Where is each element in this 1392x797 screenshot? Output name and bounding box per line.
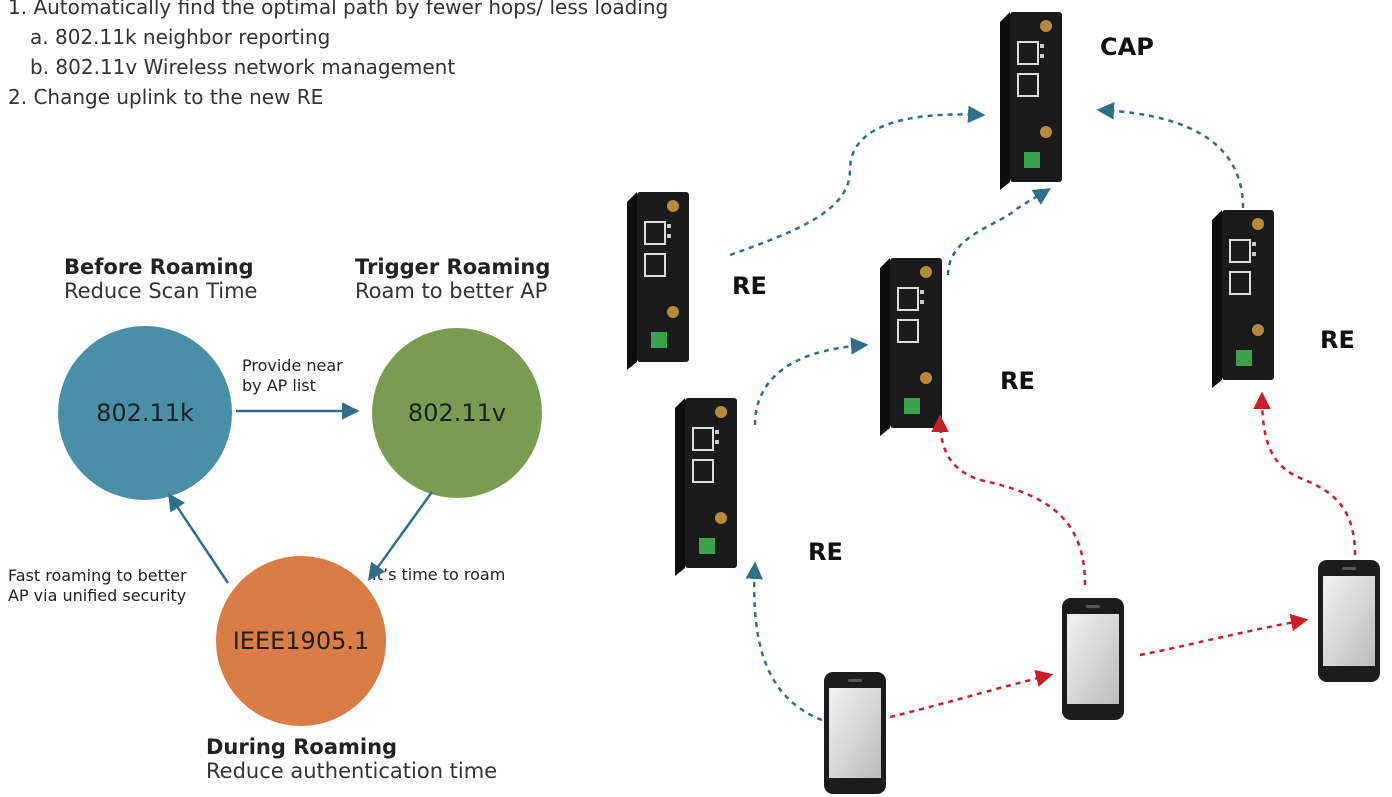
link-phone2-to-phone3 xyxy=(1139,613,1309,657)
circle-80211k-label: 802.11k xyxy=(96,399,194,427)
edge-label-k-to-v: Provide near by AP list xyxy=(242,356,343,396)
trigger-roaming-label: Trigger Roaming Roam to better AP xyxy=(355,255,550,303)
circle-ieee1905-label: IEEE1905.1 xyxy=(232,627,370,655)
router-re-left-icon xyxy=(626,191,690,371)
trigger-roaming-desc: Roam to better AP xyxy=(355,279,548,303)
router-re-mid-icon xyxy=(879,257,943,437)
link-re-lower-to-re-mid xyxy=(753,337,869,426)
label-re-lower: RE xyxy=(808,538,843,566)
arrow-ieee-to-k xyxy=(168,493,230,584)
circle-80211v: 802.11v xyxy=(372,328,542,498)
during-roaming-title: During Roaming xyxy=(206,735,398,759)
link-re-mid-to-cap xyxy=(946,188,1051,276)
router-re-lower-icon xyxy=(674,397,738,577)
link-phone1-to-re-lower xyxy=(745,561,823,722)
step-1b: b. 802.11v Wireless network management xyxy=(30,55,456,79)
link-phone1-to-phone2 xyxy=(889,669,1054,719)
roaming-steps: 1. Automatically find the optimal path b… xyxy=(8,0,668,112)
link-re-right-to-cap xyxy=(1096,101,1245,209)
link-phone3-to-re-right xyxy=(1253,391,1357,556)
during-roaming-desc: Reduce authentication time xyxy=(206,759,498,783)
step-2: 2. Change uplink to the new RE xyxy=(8,85,324,109)
label-re-right: RE xyxy=(1320,326,1355,354)
trigger-roaming-title: Trigger Roaming xyxy=(355,255,551,279)
step-1a: a. 802.11k neighbor reporting xyxy=(30,25,331,49)
before-roaming-label: Before Roaming Reduce Scan Time xyxy=(64,255,257,303)
link-re-left-to-cap xyxy=(729,105,986,257)
edge-label-ieee-to-k-line2: AP via unified security xyxy=(8,586,187,605)
edge-label-ieee-to-k: Fast roaming to better AP via unified se… xyxy=(8,566,187,606)
circle-80211v-label: 802.11v xyxy=(407,399,507,427)
step-1: 1. Automatically find the optimal path b… xyxy=(8,0,669,19)
router-re-right-icon xyxy=(1211,209,1275,389)
link-phone2-to-re-mid xyxy=(931,414,1087,586)
label-re-mid: RE xyxy=(1000,367,1035,395)
before-roaming-desc: Reduce Scan Time xyxy=(64,279,258,303)
edge-label-v-to-ieee: It’s time to roam xyxy=(372,565,506,584)
circle-ieee1905: IEEE1905.1 xyxy=(216,556,386,726)
edge-label-ieee-to-k-line1: Fast roaming to better xyxy=(8,566,187,585)
phone-2-icon xyxy=(1062,598,1124,720)
edge-label-k-to-v-line1: Provide near xyxy=(242,356,343,375)
label-cap: CAP xyxy=(1100,33,1154,61)
circle-80211k: 802.11k xyxy=(58,326,232,500)
edge-label-k-to-v-line2: by AP list xyxy=(242,376,316,395)
phone-1-icon xyxy=(824,672,886,794)
phone-3-icon xyxy=(1318,560,1380,682)
during-roaming-label: During Roaming Reduce authentication tim… xyxy=(206,735,497,783)
label-re-left: RE xyxy=(732,272,767,300)
arrow-v-to-ieee xyxy=(367,491,434,581)
before-roaming-title: Before Roaming xyxy=(64,255,254,279)
router-cap-icon xyxy=(999,11,1063,191)
